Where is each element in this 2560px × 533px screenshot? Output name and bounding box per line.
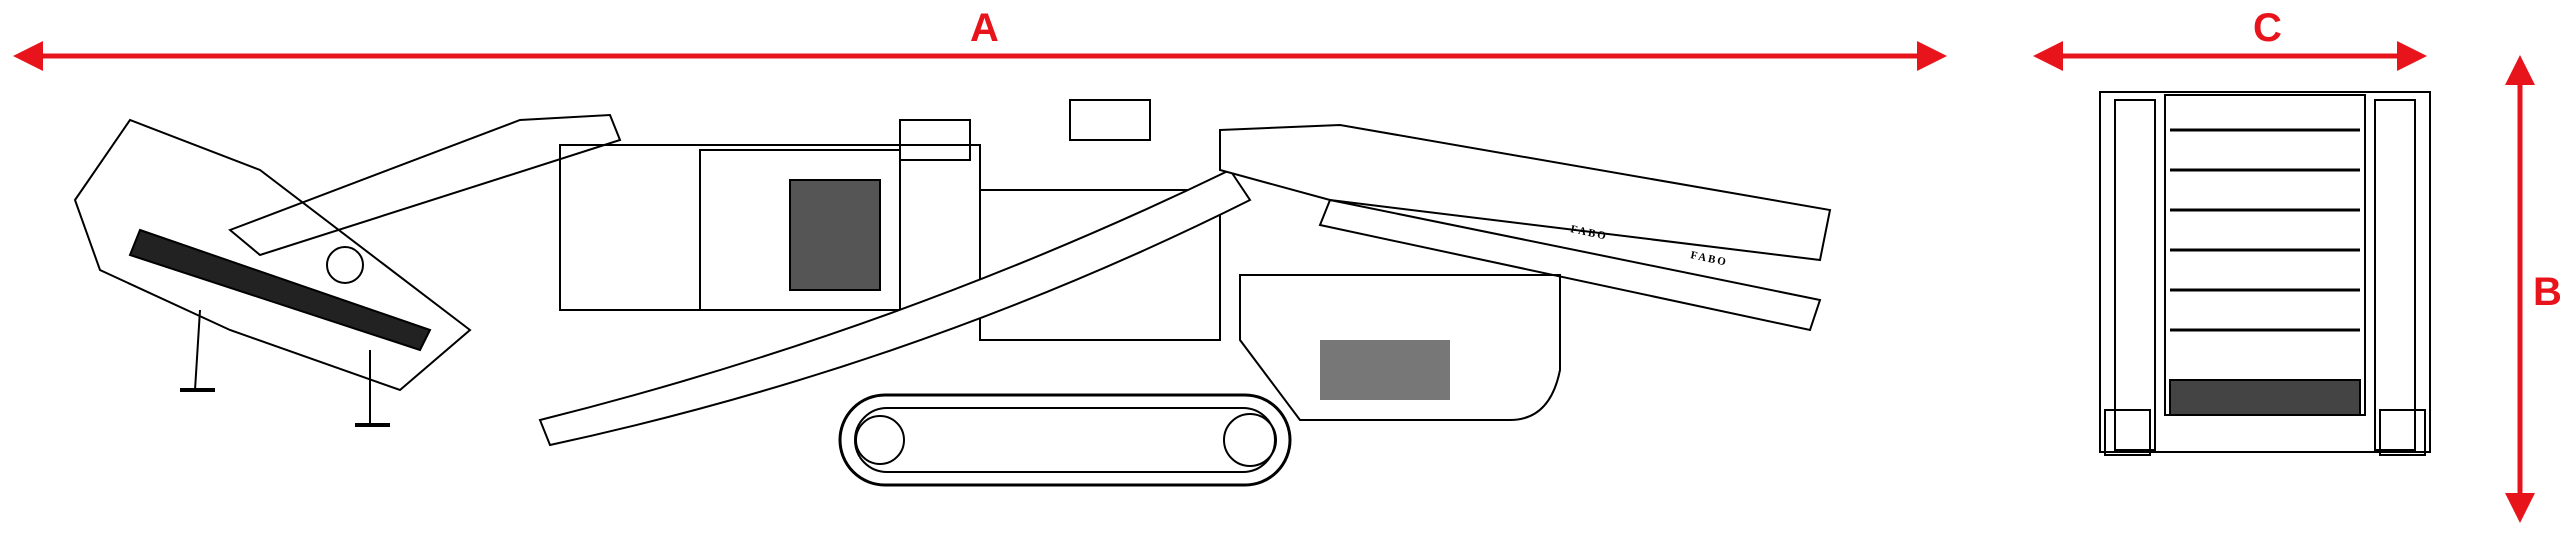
dimension-label-b: B — [2533, 270, 2560, 314]
dimension-label-a: A — [970, 6, 999, 50]
front-view — [2099, 91, 2431, 456]
dimension-label-c: C — [2253, 6, 2282, 50]
side-view: FABO FABO — [73, 99, 1832, 487]
svg-text:FABO: FABO — [1689, 249, 1728, 269]
track — [838, 393, 1292, 487]
